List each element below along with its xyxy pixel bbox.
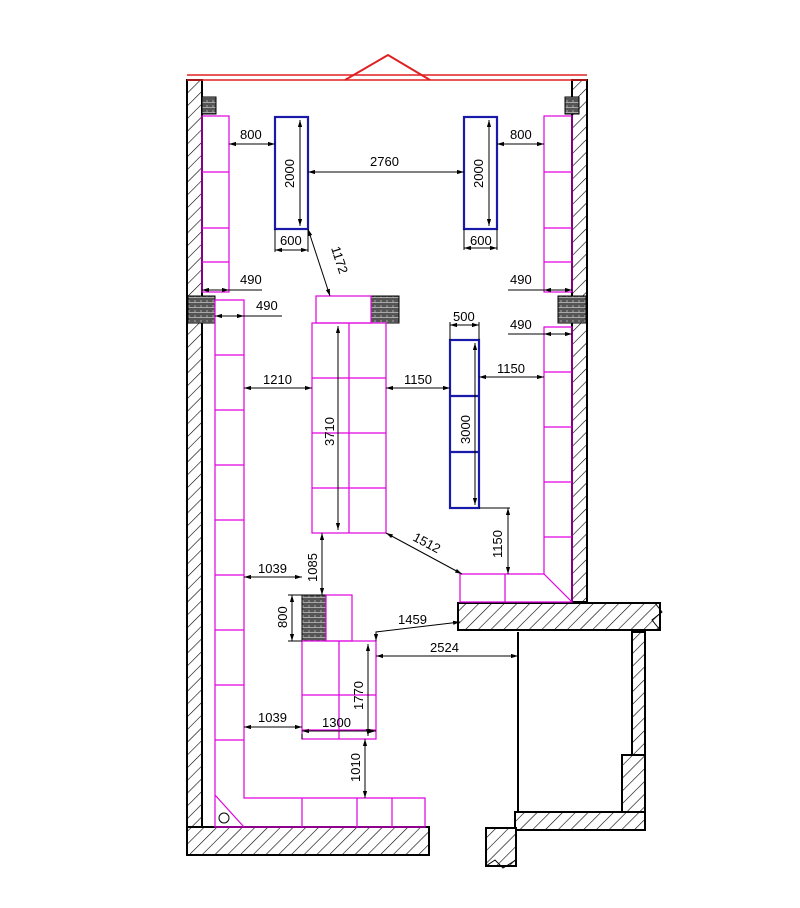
backroom-stub-wall <box>485 827 517 867</box>
bottom-wall <box>186 826 430 856</box>
shelf-right-upper <box>543 115 573 293</box>
dimension-labels: 800 800 2000 2000 2760 600 600 1172 490 … <box>240 127 532 782</box>
columns <box>187 96 587 642</box>
dim-left-upper-490: 490 <box>240 272 262 287</box>
stub-break <box>485 859 517 869</box>
dim-center-to-cashier: 1085 <box>305 553 320 582</box>
dim-top-left-table-w: 600 <box>280 233 302 248</box>
dim-top-right-gap: 800 <box>510 127 532 142</box>
dim-cashier-to-wall: 2524 <box>430 640 459 655</box>
dim-right-upper-490: 490 <box>510 272 532 287</box>
dim-lower-to-bottom: 1010 <box>348 753 363 782</box>
dim-right-table-len: 3000 <box>458 415 473 444</box>
dim-diag-top: 1172 <box>328 244 351 275</box>
counter-wall <box>457 602 661 631</box>
backroom-right-wall <box>631 631 646 756</box>
dim-lower-unit-w: 1300 <box>322 715 351 730</box>
column-top-left <box>201 96 217 115</box>
shelf-left-lower <box>214 299 426 828</box>
shelf-left-upper <box>201 115 230 293</box>
dim-top-right-table-w: 600 <box>470 233 492 248</box>
dim-diag-mid: 1512 <box>411 529 444 556</box>
dim-top-left-table-len: 2000 <box>282 159 297 188</box>
dim-left-to-lower: 1039 <box>258 710 287 725</box>
column-cashier <box>301 594 327 642</box>
corner-marker <box>218 812 230 824</box>
dim-top-left-gap: 800 <box>240 127 262 142</box>
dim-mid-table-w: 500 <box>453 309 475 324</box>
dim-left-to-cashier: 1039 <box>258 561 287 576</box>
walls <box>186 79 663 869</box>
dim-top-tables-between: 2760 <box>370 154 399 169</box>
table-top-right <box>462 115 499 231</box>
backroom-bottom-wall <box>514 811 646 831</box>
dim-table-to-right: 1150 <box>497 361 525 376</box>
entrance-door-swing <box>344 53 431 81</box>
column-right-mid <box>557 295 587 324</box>
shelf-center-top <box>315 295 372 324</box>
dimension-lines <box>202 120 572 798</box>
dim-table-to-counter: 1150 <box>490 530 505 558</box>
shelf-cashier-top <box>325 594 353 642</box>
dim-left-lower-490: 490 <box>256 298 278 313</box>
counter-wall-break <box>651 602 663 631</box>
dim-cashier-col: 800 <box>275 606 290 628</box>
dim-left-aisle: 1210 <box>263 372 292 387</box>
dim-cashier-len: 1770 <box>351 681 366 710</box>
dim-right-lower-490: 490 <box>510 317 532 332</box>
left-wall <box>186 79 203 856</box>
table-right <box>448 338 481 510</box>
column-left-mid <box>187 295 216 324</box>
column-top-right <box>564 96 580 115</box>
entrance <box>187 53 587 81</box>
dim-top-right-table-len: 2000 <box>471 159 486 188</box>
dim-center-unit-len: 3710 <box>322 417 337 446</box>
column-center-top <box>370 295 400 324</box>
dim-center-to-table: 1150 <box>404 372 432 387</box>
right-wall <box>571 79 588 603</box>
dim-diag-bottom: 1459 <box>398 612 427 627</box>
